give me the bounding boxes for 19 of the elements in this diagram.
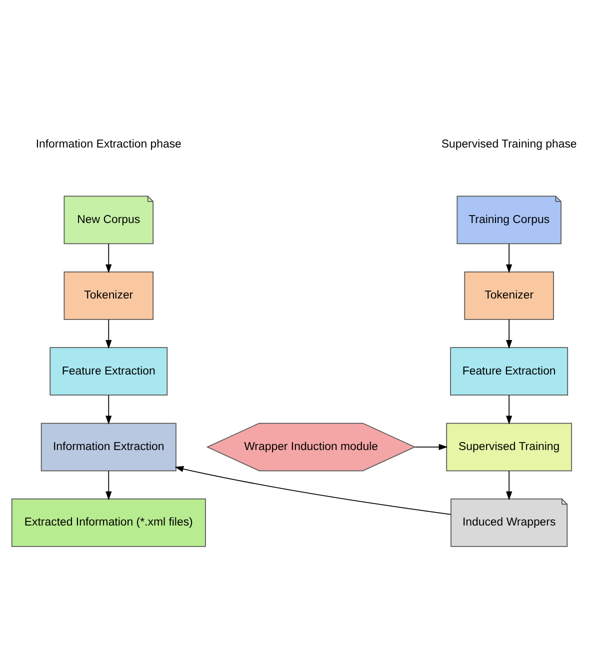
arrow xyxy=(106,470,112,500)
arrow xyxy=(506,318,512,348)
node-box: Tokenizer xyxy=(64,270,154,320)
arrow xyxy=(506,470,512,500)
node-box: Feature Extraction xyxy=(50,346,168,396)
node-box: Supervised Training xyxy=(446,422,572,471)
node-box: Extracted Information (*.xml files) xyxy=(11,498,206,546)
label: Information Extraction phase xyxy=(36,138,182,150)
node-box: Tokenizer xyxy=(464,270,554,320)
arrow xyxy=(106,318,112,348)
arrow xyxy=(506,242,512,273)
node-box: Feature Extraction xyxy=(450,346,568,396)
arrow xyxy=(106,242,112,273)
node-box: Information Extraction xyxy=(40,422,176,471)
arrow xyxy=(414,443,448,450)
arrow xyxy=(106,394,112,424)
arrow xyxy=(174,465,452,514)
arrow xyxy=(506,394,512,424)
label: Supervised Training phase xyxy=(441,138,577,150)
